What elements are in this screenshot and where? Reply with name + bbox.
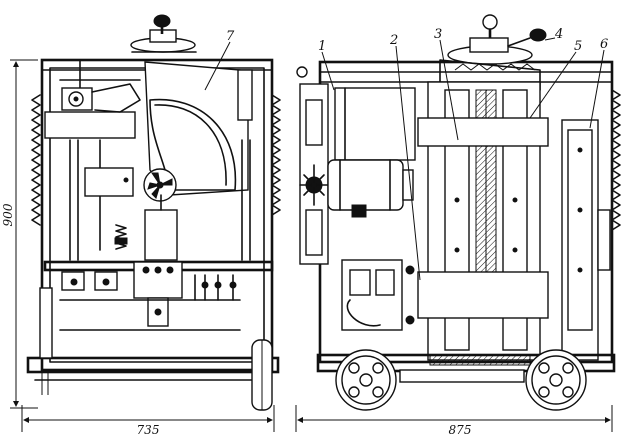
- callout-3: 3: [434, 27, 442, 42]
- side-hook: [296, 66, 308, 78]
- callout-7: 7: [226, 29, 235, 44]
- callout-4: 4: [554, 27, 563, 42]
- left-leg: [39, 287, 53, 359]
- dimension-735: 735: [21, 405, 275, 437]
- dimension-900: 900: [1, 59, 38, 409]
- dim-width-left-label: 735: [137, 423, 160, 437]
- callout-6: 6: [600, 37, 608, 52]
- left-box: [44, 111, 136, 139]
- left-zigzag-radiator: [31, 94, 41, 226]
- dim-height-label: 900: [1, 203, 15, 226]
- callout-5: 5: [574, 39, 582, 54]
- spring-icon: [115, 224, 127, 250]
- callouts: 1 2 3 4 5 6 7: [204, 27, 608, 281]
- lower-box: [144, 209, 178, 261]
- front-view: [26, 14, 281, 411]
- upper-box: [334, 87, 416, 161]
- callout-1: 1: [318, 39, 326, 54]
- axle-bar: [399, 369, 525, 383]
- base-frame: [26, 356, 280, 374]
- dim-width-right-label: 875: [449, 423, 472, 437]
- eye-bolt-icon: [482, 14, 498, 30]
- crank-handle-icon: [529, 28, 547, 42]
- frame-outline: [40, 58, 274, 372]
- side-view: [296, 14, 621, 411]
- callout-2: 2: [389, 33, 398, 48]
- dimension-875: 875: [295, 405, 613, 437]
- upper-bar: [417, 117, 549, 147]
- lower-bar-2: [417, 271, 549, 319]
- wheel-right: [525, 349, 587, 411]
- wheel-left: [335, 349, 397, 411]
